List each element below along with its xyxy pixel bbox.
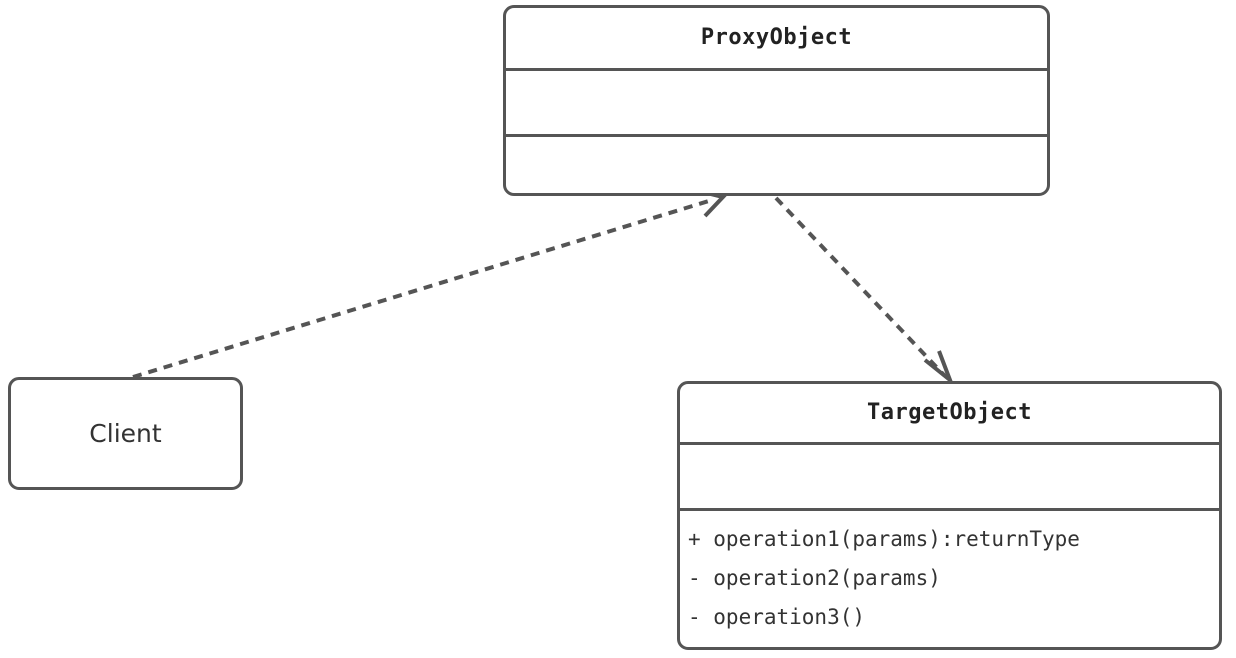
edge-proxy-to-target-line [774,196,946,377]
operation-item: - operation3() [688,605,866,629]
operations-compartment-target-object: + operation1(params):returnType - operat… [680,508,1219,647]
operation-item: + operation1(params):returnType [688,527,1080,551]
edge-client-to-proxy-line [132,198,713,379]
class-box-client[interactable]: Client [8,377,243,490]
edge-client-to-proxy[interactable] [132,188,727,379]
attributes-compartment-target-object [680,442,1219,508]
class-title-target-object: TargetObject [867,400,1032,425]
edge-proxy-to-target[interactable] [774,196,955,387]
operation-item: - operation2(params) [688,566,941,590]
class-box-target-object[interactable]: TargetObject + operation1(params):return… [677,381,1222,650]
class-title-proxy-object: ProxyObject [700,25,853,50]
class-box-proxy-object[interactable]: ProxyObject [503,5,1050,196]
attributes-compartment-proxy-object [506,68,1047,134]
class-title-client: Client [89,419,162,448]
edge-proxy-to-target-arrowhead [923,350,955,387]
operations-compartment-proxy-object [506,134,1047,193]
